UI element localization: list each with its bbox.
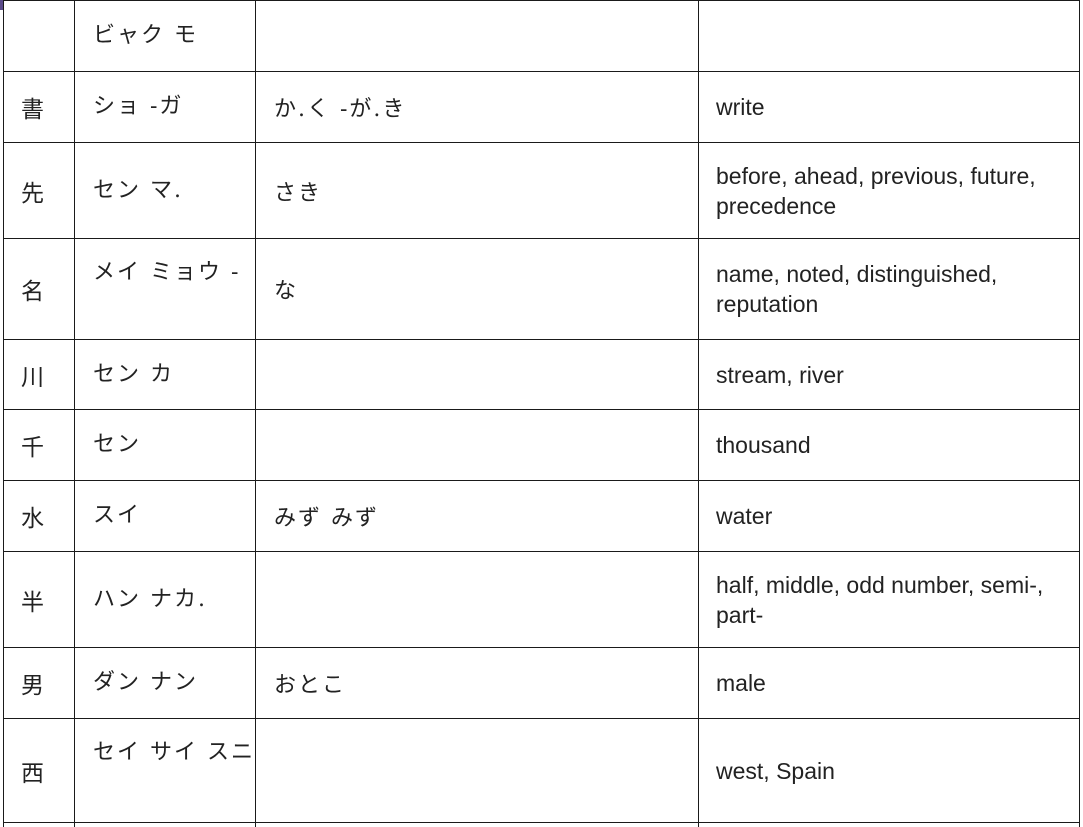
kanji-cell: 西 xyxy=(3,718,75,823)
onyomi-cell: メイ ミョウ - xyxy=(74,238,256,340)
meaning-cell: name, noted, distinguished, reputation xyxy=(698,238,1080,340)
kanji-cell xyxy=(3,0,75,72)
onyomi-cell: セン xyxy=(74,409,256,481)
table-row: 名 メイ ミョウ - な name, noted, distinguished,… xyxy=(3,238,1080,340)
kunyomi-cell xyxy=(255,339,699,410)
onyomi-cell xyxy=(74,822,256,827)
kunyomi-cell: か.く -が.き xyxy=(255,71,699,143)
onyomi-cell: ハン ナカ. xyxy=(74,551,256,648)
kanji-cell: 先 xyxy=(3,142,75,239)
kanji-cell: 半 xyxy=(3,551,75,648)
kanji-cell: 千 xyxy=(3,409,75,481)
table-row: 水 スイ みず みず water xyxy=(3,480,1080,552)
meaning-cell: write xyxy=(698,71,1080,143)
kunyomi-cell: みず みず xyxy=(255,480,699,552)
kanji-cell: 水 xyxy=(3,480,75,552)
table-row: ビャク モ xyxy=(3,0,1080,72)
onyomi-cell: スイ xyxy=(74,480,256,552)
meaning-cell: thousand xyxy=(698,409,1080,481)
page-edge-marker xyxy=(0,0,3,10)
kunyomi-cell xyxy=(255,822,699,827)
onyomi-cell: セン マ. xyxy=(74,142,256,239)
meaning-cell xyxy=(698,822,1080,827)
onyomi-cell: ビャク モ xyxy=(74,0,256,72)
meaning-cell: stream, river xyxy=(698,339,1080,410)
onyomi-cell: ダン ナン xyxy=(74,647,256,719)
table-row: 半 ハン ナカ. half, middle, odd number, semi-… xyxy=(3,551,1080,648)
kunyomi-cell: さき xyxy=(255,142,699,239)
kunyomi-cell xyxy=(255,409,699,481)
onyomi-cell: ショ -ガ xyxy=(74,71,256,143)
kunyomi-cell xyxy=(255,0,699,72)
meaning-cell: west, Spain xyxy=(698,718,1080,823)
meaning-cell xyxy=(698,0,1080,72)
kanji-cell: 川 xyxy=(3,339,75,410)
meaning-cell: male xyxy=(698,647,1080,719)
table-row: 先 セン マ. さき before, ahead, previous, futu… xyxy=(3,142,1080,239)
kanji-cell: 名 xyxy=(3,238,75,340)
table-row: 川 セン カ stream, river xyxy=(3,339,1080,410)
kunyomi-cell: おとこ xyxy=(255,647,699,719)
onyomi-cell: セン カ xyxy=(74,339,256,410)
meaning-cell: before, ahead, previous, future, precede… xyxy=(698,142,1080,239)
table-row xyxy=(3,822,1080,827)
table-row: 書 ショ -ガ か.く -が.き write xyxy=(3,71,1080,143)
meaning-cell: half, middle, odd number, semi-, part- xyxy=(698,551,1080,648)
onyomi-cell: セイ サイ スニ xyxy=(74,718,256,823)
kunyomi-cell xyxy=(255,551,699,648)
kanji-cell: 書 xyxy=(3,71,75,143)
kunyomi-cell xyxy=(255,718,699,823)
kunyomi-cell: な xyxy=(255,238,699,340)
kanji-cell xyxy=(3,822,75,827)
kanji-table: ビャク モ 書 ショ -ガ か.く -が.き write 先 セン マ. さき … xyxy=(3,0,1080,827)
table-row: 千 セン thousand xyxy=(3,409,1080,481)
table-row: 男 ダン ナン おとこ male xyxy=(3,647,1080,719)
table-row: 西 セイ サイ スニ west, Spain xyxy=(3,718,1080,823)
kanji-cell: 男 xyxy=(3,647,75,719)
meaning-cell: water xyxy=(698,480,1080,552)
